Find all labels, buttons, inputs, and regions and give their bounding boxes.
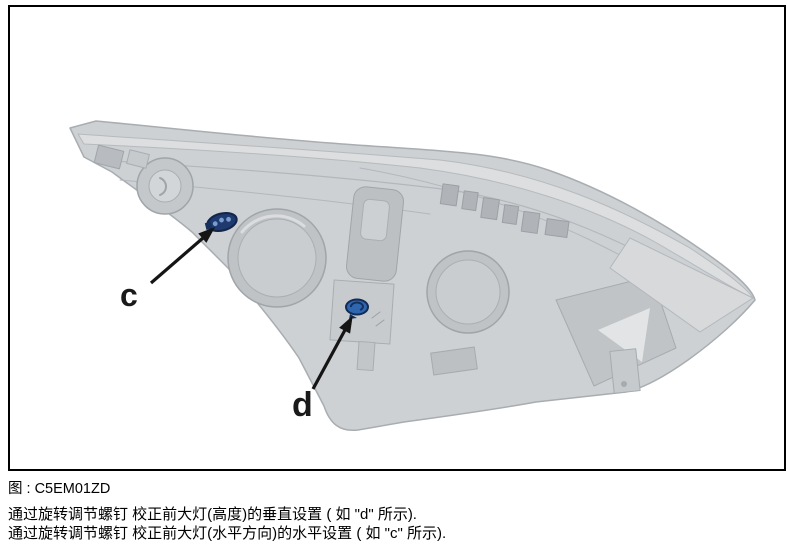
figure-frame bbox=[8, 5, 786, 471]
description-line-c: 通过旋转调节螺钉 校正前大灯(水平方向)的水平设置 ( 如 "c" 所示). bbox=[8, 525, 447, 542]
figure-caption: 图 : C5EM01ZD bbox=[8, 481, 111, 497]
description-line-d: 通过旋转调节螺钉 校正前大灯(高度)的垂直设置 ( 如 "d" 所示). bbox=[8, 506, 417, 523]
figure-description: 通过旋转调节螺钉 校正前大灯(高度)的垂直设置 ( 如 "d" 所示). 通过旋… bbox=[8, 505, 446, 543]
